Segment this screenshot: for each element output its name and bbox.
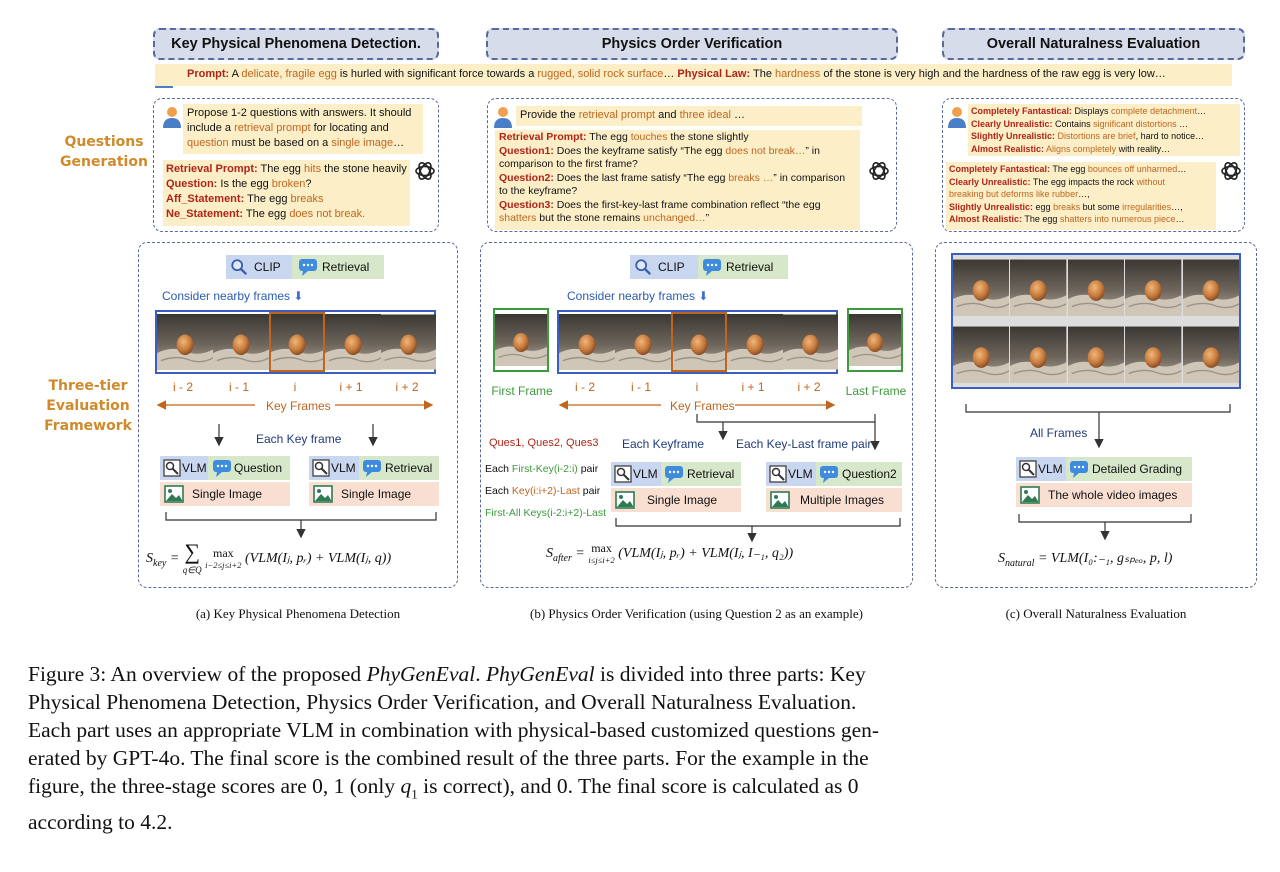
video-frame xyxy=(727,312,783,372)
key-frames-label-a: Key Frames xyxy=(266,399,331,413)
video-frame xyxy=(157,312,213,372)
response-a: Retrieval Prompt: The egg hits the stone… xyxy=(163,160,410,226)
vlm-icon xyxy=(769,465,787,483)
image-icon xyxy=(1020,486,1040,504)
header-overall-naturalness: Overall Naturalness Evaluation xyxy=(942,28,1245,60)
framework-box-a xyxy=(138,242,458,588)
figure-caption: Figure 3: An overview of the proposed Ph… xyxy=(28,662,880,835)
person-icon xyxy=(162,106,182,128)
image-icon xyxy=(770,491,790,509)
merge-bracket-b xyxy=(615,518,901,543)
image-icon xyxy=(313,485,333,503)
video-frame xyxy=(1183,322,1239,388)
video-frame xyxy=(1010,322,1066,388)
video-frame-key xyxy=(269,312,325,372)
video-frame-key xyxy=(671,312,727,372)
video-frame xyxy=(1183,255,1239,321)
merge-bracket-c xyxy=(1018,514,1192,541)
each-keyframe-label: Each Keyframe xyxy=(622,437,705,451)
last-frame-image xyxy=(847,308,903,372)
chat-bubble-icon xyxy=(362,458,384,478)
chat-bubble-icon xyxy=(664,464,686,484)
video-frame xyxy=(213,312,269,372)
video-frame xyxy=(783,312,838,372)
each-key-frame-label: Each Key frame xyxy=(256,432,342,446)
qgen-box-c xyxy=(942,98,1245,232)
answers-c: Completely Fantastical: The egg bounces … xyxy=(946,162,1216,230)
key-frames-arrows-b xyxy=(558,400,880,451)
nearby-label: Consider nearby frames ⬇ xyxy=(162,289,304,303)
image-icon xyxy=(615,491,635,509)
video-frame xyxy=(953,255,1009,321)
merge-bracket-a xyxy=(165,512,437,539)
frame-index-labels-b: i - 2 i - 1 i i + 1 i + 2 xyxy=(574,380,821,394)
last-frame-label: Last Frame xyxy=(845,384,907,398)
person-icon xyxy=(947,106,967,128)
person-icon xyxy=(493,106,513,128)
vlm-icon xyxy=(163,459,181,477)
caption-b: (b) Physics Order Verification (using Qu… xyxy=(530,606,863,621)
video-frame xyxy=(1068,322,1124,388)
all-frames-bracket xyxy=(965,404,1231,449)
image-icon xyxy=(164,485,184,503)
vlm-icon xyxy=(312,459,330,477)
chat-bubble-icon xyxy=(702,257,724,277)
header-key-physical-phenomena: Key Physical Phenomena Detection. xyxy=(153,28,439,60)
video-frame xyxy=(1068,255,1124,321)
vlm-icon xyxy=(614,465,632,483)
vlm-icon xyxy=(1019,460,1037,478)
video-frame xyxy=(325,312,381,372)
video-frame xyxy=(1125,322,1181,388)
video-frame xyxy=(381,312,436,372)
video-frame xyxy=(1010,255,1066,321)
chat-bubble-icon xyxy=(298,257,320,277)
nearby-label: Consider nearby frames ⬇ xyxy=(567,289,709,303)
video-frame xyxy=(559,312,615,372)
framework-box-b xyxy=(480,242,913,588)
physical-law-label: Physical Law: xyxy=(677,68,751,80)
prompt-band: Prompt: A delicate, fragile egg is hurle… xyxy=(155,64,1232,86)
caption-a: (a) Key Physical Phenomena Detection xyxy=(195,606,401,621)
request-b: Provide the retrieval prompt and three i… xyxy=(516,106,862,126)
detailed-grading-chip: Detailed Grading xyxy=(1066,457,1192,481)
qgen-box-b xyxy=(487,98,897,232)
magnifier-icon xyxy=(230,258,248,276)
all-frames-grid xyxy=(951,253,1241,389)
score-natural-equation: Snatural = VLM(I₀:₋₁, gₛₚₑₒ, p, l) xyxy=(998,551,1173,569)
chat-bubble-icon xyxy=(212,458,234,478)
frame-index-labels-a: i - 2 i - 1 i i + 1 i + 2 xyxy=(172,380,419,394)
each-pair-label: Each Key-Last frame pair xyxy=(736,437,872,451)
chatgpt-icon xyxy=(868,160,890,182)
all-frames-label: All Frames xyxy=(1030,426,1088,440)
magnifier-icon xyxy=(634,258,652,276)
chatgpt-icon xyxy=(1220,160,1242,182)
qgen-box-a xyxy=(153,98,439,232)
key-frames-label-b: Key Frames xyxy=(670,399,735,413)
rubric-c: Completely Fantastical: Displays complet… xyxy=(968,104,1240,156)
framework-box-c xyxy=(935,242,1257,588)
chat-bubble-icon xyxy=(1069,459,1091,479)
chat-bubble-icon xyxy=(819,464,841,484)
video-frame xyxy=(615,312,671,372)
chatgpt-icon xyxy=(414,160,436,182)
pair-descriptions: Each First-Key(i-2:i) pair Each Key(i:i+… xyxy=(485,463,607,519)
key-frames-arrows-a xyxy=(156,400,434,447)
ques-list-label: Ques1, Ques2, Ques3 xyxy=(489,437,599,449)
whole-video-row: The whole video images xyxy=(1016,483,1192,507)
response-b: Retrieval Prompt: The egg touches the st… xyxy=(495,130,860,230)
header-physics-order: Physics Order Verification xyxy=(486,28,898,60)
key-frame-strip-b xyxy=(557,310,838,374)
video-frame xyxy=(1125,255,1181,321)
first-frame-image xyxy=(493,308,549,372)
first-frame-label: First Frame xyxy=(491,384,553,398)
caption-c: (c) Overall Naturalness Evaluation xyxy=(1005,606,1187,621)
prompt-label: Prompt: xyxy=(187,68,230,80)
request-a: Propose 1-2 questions with answers. It s… xyxy=(183,104,423,154)
video-frame xyxy=(953,322,1009,388)
key-frame-strip-a xyxy=(155,310,436,374)
